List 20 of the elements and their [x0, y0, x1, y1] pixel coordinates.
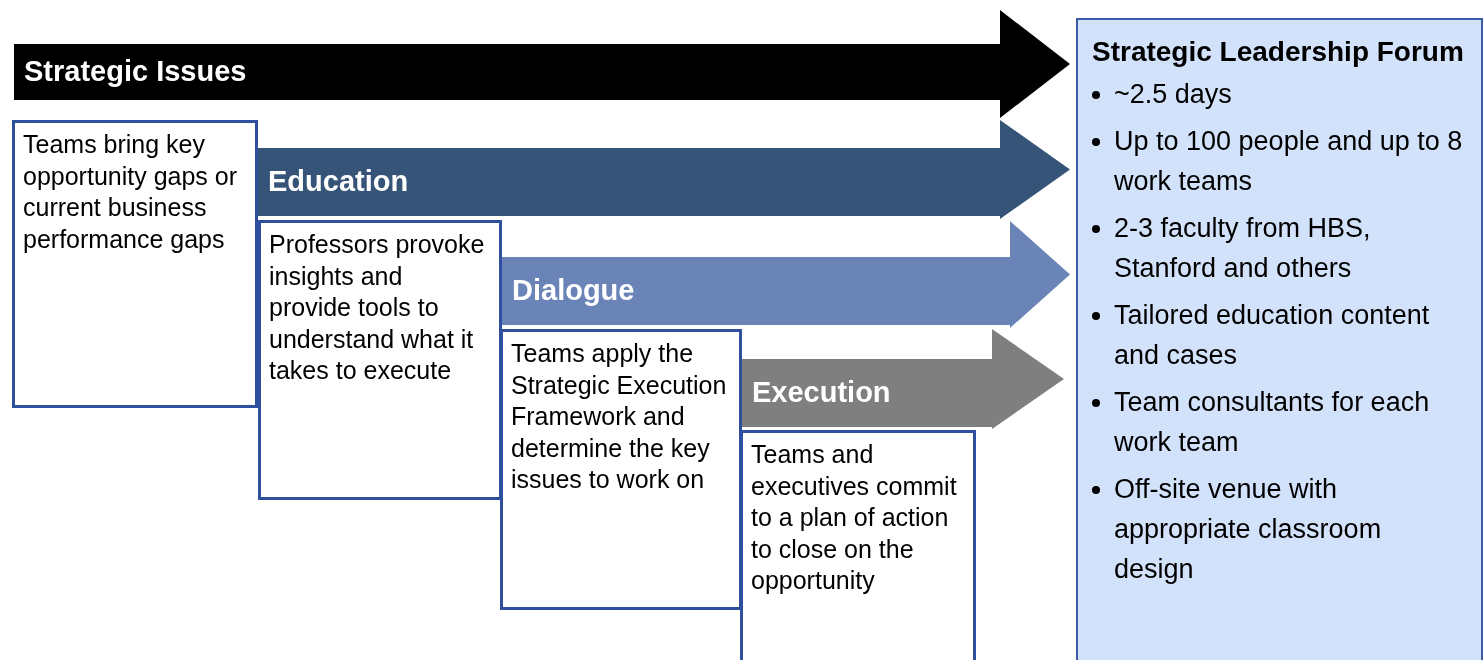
description-box: Teams apply the Strategic Execution Framework and determine the key issues to work on [500, 329, 742, 610]
arrow-label: Dialogue [512, 274, 635, 307]
arrow-label: Strategic Issues [24, 55, 247, 88]
bullet-text: Off-site venue with appropriate classroom design [1114, 473, 1383, 586]
arrow-label: Execution [752, 376, 891, 409]
description-box: Professors provoke insights and provide tools to understand what it takes to execute [258, 220, 502, 500]
info-panel [1076, 18, 1483, 660]
description-box: Teams bring key opportunity gaps or current business performance gaps [12, 120, 258, 408]
arrow-band [14, 10, 1070, 118]
bullet-text: ~2.5 days [1114, 78, 1233, 111]
bullet-text: 2-3 faculty from HBS, Stanford and others [1114, 212, 1372, 285]
arrow-band [502, 221, 1070, 328]
arrow-band [258, 120, 1070, 219]
bullet-text: Tailored education content and cases [1114, 299, 1431, 372]
bullet-text: Up to 100 people and up to 8 work teams [1114, 125, 1464, 198]
bullet-text: Team consultants for each work team [1114, 386, 1431, 459]
arrow-label: Education [268, 165, 409, 198]
arrow-band [742, 329, 1064, 429]
panel-heading: Strategic Leadership Forum [1092, 35, 1465, 69]
description-box: Teams and executives commit to a plan of action to close on the opportunity [740, 430, 976, 660]
